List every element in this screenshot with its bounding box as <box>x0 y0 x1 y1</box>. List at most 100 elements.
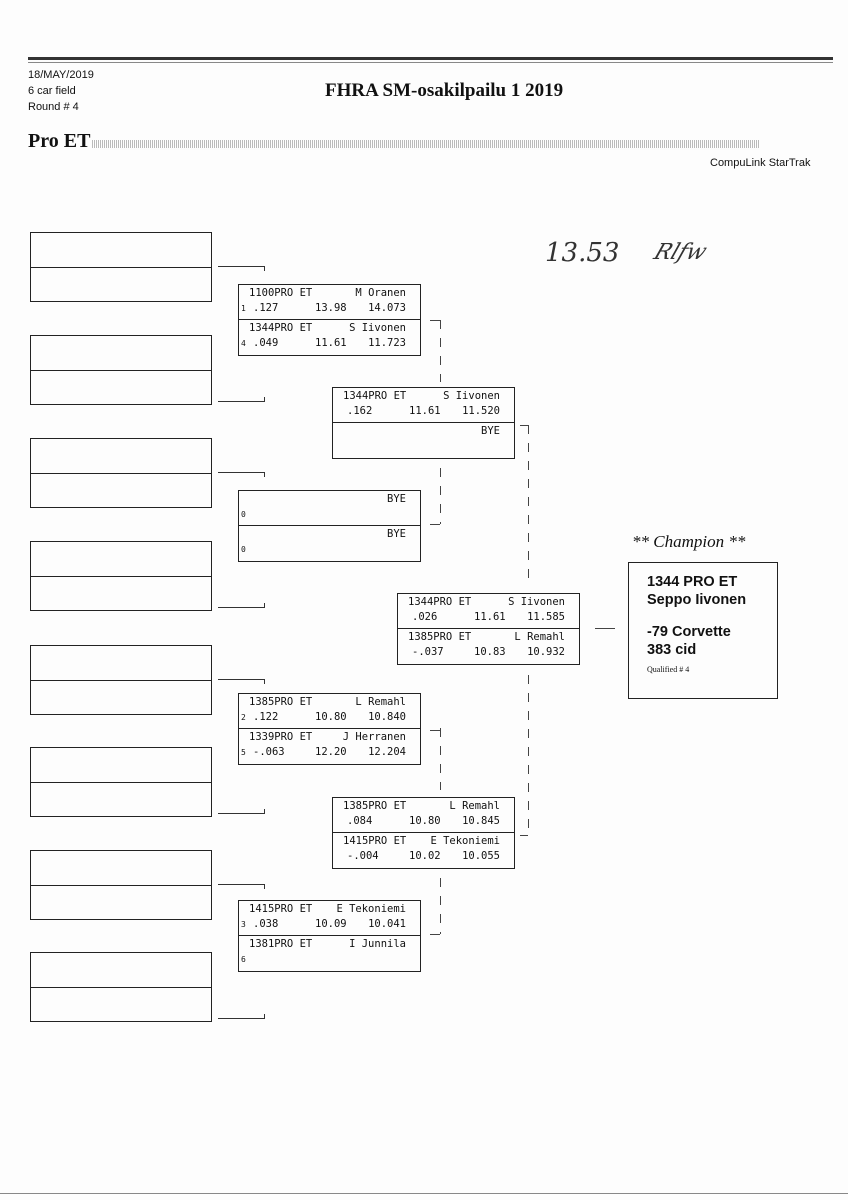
round-number: Round # 4 <box>28 101 79 113</box>
connector <box>430 524 440 525</box>
handwritten-signature: Rlfw <box>650 240 711 265</box>
dial-in: 11.61 <box>474 611 506 623</box>
driver-name: BYE <box>387 528 406 540</box>
reaction-time: -.004 <box>347 850 379 862</box>
field-size: 6 car field <box>28 85 76 97</box>
reaction-time: .049 <box>253 337 279 349</box>
slot-line <box>31 748 211 783</box>
slot-line <box>31 646 211 681</box>
connector <box>528 675 529 835</box>
elapsed-time: 11.585 <box>527 611 565 623</box>
driver-name: S Iivonen <box>508 596 565 608</box>
date: 18/MAY/2019 <box>28 69 94 81</box>
slot-line <box>31 542 211 577</box>
connector-stub <box>218 809 265 814</box>
connector <box>430 730 440 731</box>
champion-engine: 383 cid <box>647 642 697 658</box>
connector <box>528 425 529 585</box>
slot-line <box>31 953 211 988</box>
car-number: 1415PRO ET <box>249 903 313 915</box>
slot-line <box>31 233 211 268</box>
driver-name: I Junnila <box>349 938 406 950</box>
driver-name: L Remahl <box>514 631 565 643</box>
reaction-time: .084 <box>347 815 373 827</box>
round1-slot <box>30 747 212 817</box>
driver-name: S Iivonen <box>443 390 500 402</box>
connector-stub <box>218 397 265 402</box>
dial-in: 10.09 <box>315 918 347 930</box>
connector <box>595 628 615 629</box>
slot-line <box>31 474 211 508</box>
elapsed-time: 11.723 <box>368 337 406 349</box>
connector <box>440 728 441 790</box>
car-number: 1339PRO ET <box>249 731 313 743</box>
elapsed-time: 14.073 <box>368 302 406 314</box>
dial-in: 11.61 <box>409 405 441 417</box>
connector-stub <box>218 472 265 477</box>
slot-line <box>31 886 211 920</box>
car-number: 1385PRO ET <box>343 800 407 812</box>
dial-in: 10.80 <box>315 711 347 723</box>
round1-slot <box>30 541 212 611</box>
dial-in: 13.98 <box>315 302 347 314</box>
car-number: 1415PRO ET <box>343 835 407 847</box>
lane-number: 5 <box>241 748 246 757</box>
slot-line <box>31 988 211 1022</box>
lane-number: 0 <box>241 545 246 554</box>
dial-in: 12.20 <box>315 746 347 758</box>
connector-stub <box>218 884 265 889</box>
slot-line <box>31 577 211 611</box>
top-rule <box>28 57 833 60</box>
slot-line <box>31 371 211 405</box>
champion-heading: ** Champion ** <box>632 532 746 551</box>
connector-stub <box>218 266 265 271</box>
driver-name: E Tekoniemi <box>430 835 500 847</box>
round1-slot <box>30 850 212 920</box>
elapsed-time: 11.520 <box>462 405 500 417</box>
event-title: FHRA SM-osakilpailu 1 2019 <box>325 80 564 101</box>
lane-number: 1 <box>241 304 246 313</box>
driver-name: M Oranen <box>355 287 406 299</box>
connector <box>430 934 440 935</box>
lane-number: 3 <box>241 920 246 929</box>
champion-qualified: Qualified # 4 <box>647 665 690 674</box>
software-label: CompuLink StarTrak <box>710 157 811 169</box>
connector <box>520 425 528 426</box>
connector <box>440 878 441 934</box>
elapsed-time: 10.932 <box>527 646 565 658</box>
champion-driver: Seppo Iivonen <box>647 592 747 608</box>
champion-car: 1344 PRO ET <box>647 574 738 590</box>
slot-line <box>31 336 211 371</box>
bottom-rule <box>0 1193 848 1194</box>
reaction-time: .162 <box>347 405 373 417</box>
round1-slot <box>30 645 212 715</box>
driver-name: BYE <box>387 493 406 505</box>
connector-stub <box>218 1014 265 1019</box>
slot-line <box>31 268 211 302</box>
reaction-time: -.063 <box>253 746 285 758</box>
slot-line <box>31 439 211 474</box>
connector <box>520 835 528 836</box>
connector <box>440 320 441 382</box>
racer-row: BYE <box>333 422 514 457</box>
reaction-time: .038 <box>253 918 279 930</box>
dial-in: 10.02 <box>409 850 441 862</box>
reaction-time: .127 <box>253 302 279 314</box>
driver-name: BYE <box>481 425 500 437</box>
slot-line <box>31 783 211 817</box>
lane-number: 6 <box>241 955 246 964</box>
